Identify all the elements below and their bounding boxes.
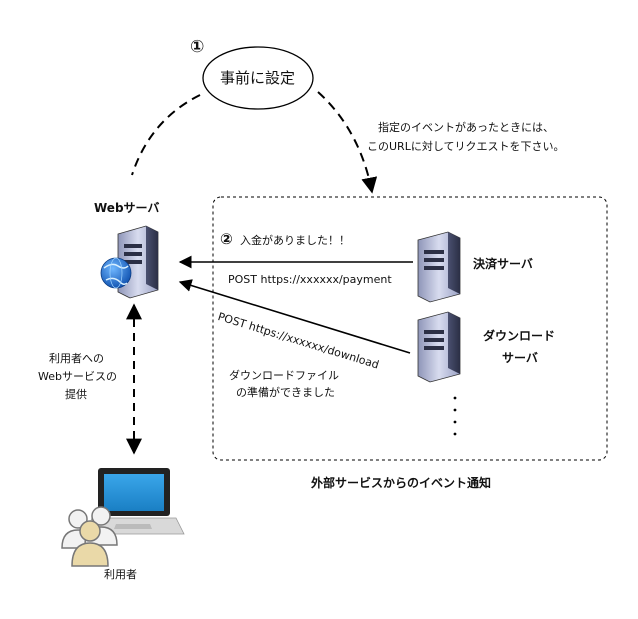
external-services-box [212, 196, 608, 461]
payment-server-icon [417, 231, 461, 303]
payment-server-label: 決済サーバ [473, 257, 533, 271]
service-line2: Webサービスの [38, 370, 117, 383]
payment-post-label: POST https://xxxxxx/payment [228, 273, 392, 286]
dashed-arc-left [131, 94, 201, 176]
setup-ellipse [202, 46, 314, 110]
download-arrow [178, 279, 411, 354]
users-icon [61, 506, 118, 567]
instruction-line1: 指定のイベントがあったときには、 [378, 121, 554, 134]
download-server-label-line1: ダウンロード [483, 329, 556, 343]
download-server-icon [417, 311, 461, 383]
service-line1: 利用者への [49, 352, 104, 365]
service-line3: 提供 [65, 388, 87, 401]
download-server-label-line2: サーバ [502, 351, 538, 365]
instruction-line2: このURLに対してリクエストを下さい。 [367, 140, 565, 153]
step2-number: ② [220, 230, 233, 248]
dashed-arc-right [317, 91, 378, 194]
download-note-line2: の準備ができました [236, 386, 335, 399]
download-note-line1: ダウンロードファイル [229, 369, 339, 382]
step2-label: 入金がありました！！ [240, 234, 350, 247]
globe-icon [100, 257, 132, 289]
more-servers-dots [453, 396, 457, 436]
step1-number: ① [190, 37, 205, 57]
step1-label: 事前に設定 [220, 69, 296, 87]
box-caption: 外部サービスからのイベント通知 [311, 476, 492, 490]
user-label: 利用者 [104, 568, 137, 581]
web-server-title: Webサーバ [94, 201, 160, 215]
